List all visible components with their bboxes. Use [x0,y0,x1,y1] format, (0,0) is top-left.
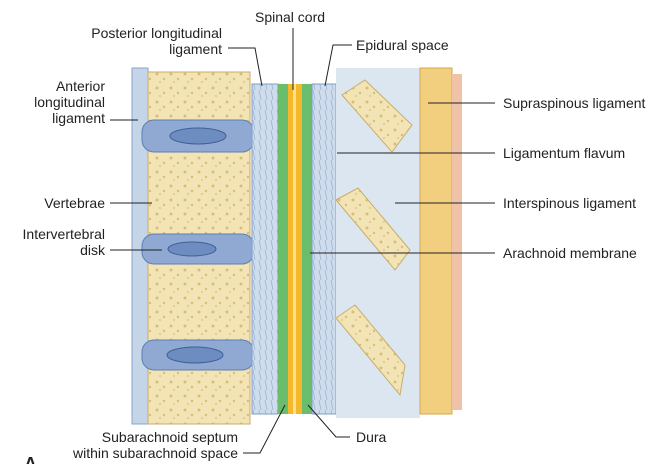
label-line: Intervertebral [22,226,105,242]
label-anterior-longitudinal-ligament: Anterior longitudinal ligament [34,78,105,126]
label-ligamentum-flavum: Ligamentum flavum [503,145,626,161]
posterior-ligament-shape [251,83,279,415]
label-line: longitudinal [34,94,105,110]
label-supraspinous-ligament: Supraspinous ligament [503,95,646,111]
panel-letter: A [24,454,37,464]
label-interspinous-ligament: Interspinous ligament [503,195,637,211]
supraspinous-ligament-shape [419,67,453,415]
dura-shape [278,84,288,414]
label-line: Subarachnoid septum [101,429,238,445]
intervertebral-disks [141,119,255,371]
label-line: ligament [52,110,105,126]
label-posterior-longitudinal-ligament: Posterior longitudinal ligament [91,25,222,57]
label-dura: Dura [356,429,387,445]
label-vertebrae: Vertebrae [44,195,105,211]
epidural-shape [311,83,337,415]
label-subarachnoid-septum: Subarachnoid septum within subarachnoid … [73,429,238,461]
spinous-processes [335,79,413,397]
vertebral-bodies [147,71,251,425]
label-intervertebral-disk: Intervertebral disk [23,226,105,258]
leader-lines [110,28,495,454]
label-line: disk [80,242,105,258]
skin-shape [452,74,462,410]
label-line: ligament [169,41,222,57]
label-epidural-space: Epidural space [356,37,449,53]
label-arachnoid-membrane: Arachnoid membrane [503,245,637,261]
label-spinal-cord: Spinal cord [255,9,326,25]
dura-shape-right [302,84,312,414]
label-line: within subarachnoid space [73,445,238,461]
label-line: Anterior [55,78,105,94]
label-line: Posterior longitudinal [91,25,222,41]
